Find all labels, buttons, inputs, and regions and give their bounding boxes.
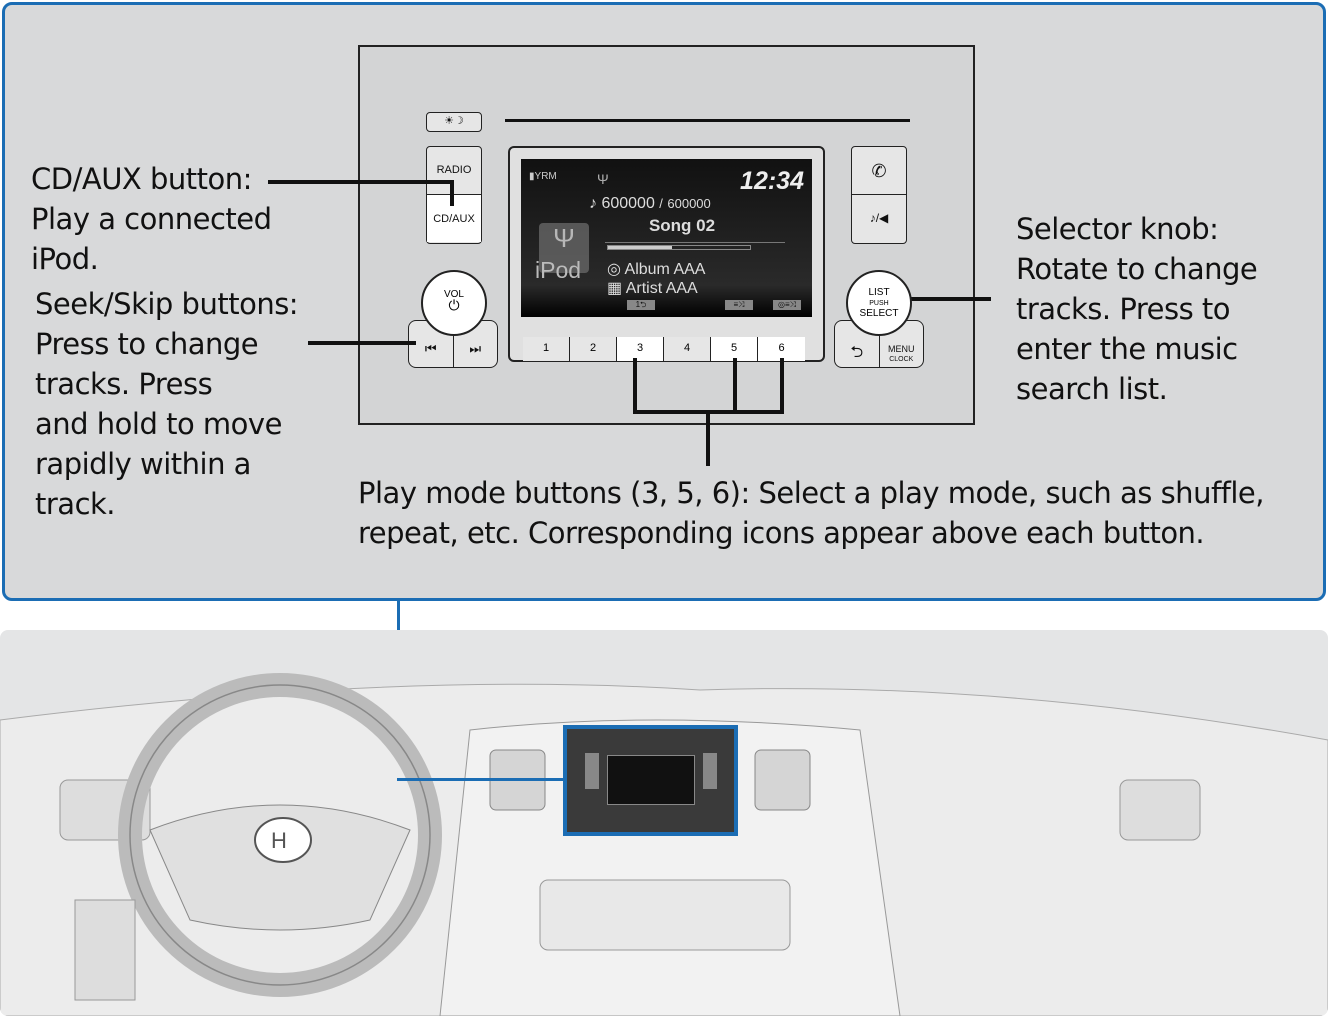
divider: [605, 242, 785, 243]
leader-line: [733, 358, 737, 414]
knob-list-label: LIST: [868, 287, 890, 298]
leader-line: [450, 180, 454, 206]
repeat-mode-icon: 1⮌: [627, 300, 655, 310]
leader-line: [268, 180, 453, 184]
mini-buttons: [585, 753, 599, 789]
radio-cdaux-rocker: RADIO CD/AUX: [426, 146, 482, 244]
artist-name: ▦ Artist AAA: [607, 280, 698, 297]
back-button[interactable]: ⮌: [835, 321, 880, 367]
media-button[interactable]: ♪/◀: [869, 211, 889, 225]
clock-time: 12:34: [740, 167, 804, 195]
volume-knob[interactable]: VOL⏻: [421, 270, 487, 336]
mini-screen: [607, 755, 695, 805]
preset-button-6[interactable]: 6: [758, 337, 805, 361]
shuffle-all-mode-icon: ◎≡⤨: [773, 300, 801, 310]
leader-line: [633, 358, 637, 414]
phone-media-rocker: ✆ ♪/◀: [851, 146, 907, 244]
leader-line: [780, 358, 784, 414]
preset-button-3[interactable]: 3: [617, 337, 664, 361]
dashboard-drawing: H: [0, 673, 1328, 1016]
song-title: Song 02: [648, 216, 716, 235]
radio-button[interactable]: RADIO: [427, 147, 481, 195]
menu-label: MENU: [888, 344, 915, 354]
audio-unit-highlight: [563, 725, 738, 836]
menu-clock-button[interactable]: MENU CLOCK: [880, 321, 924, 367]
track-counter: ♪ 600000 / 600000: [589, 195, 711, 212]
knob-push-label: PUSH: [869, 300, 889, 307]
preset-button-5[interactable]: 5: [711, 337, 758, 361]
power-icon: ⏻: [448, 297, 460, 313]
cd-slot: [505, 119, 910, 122]
vol-label: VOL: [443, 289, 464, 300]
seek-forward-button[interactable]: ⏭: [469, 341, 482, 356]
preset-button-1[interactable]: 1: [523, 337, 570, 361]
clock-label: CLOCK: [889, 356, 914, 363]
knob-select-label: SELECT: [859, 308, 899, 319]
preset-button-2[interactable]: 2: [570, 337, 617, 361]
leader-line: [308, 341, 416, 345]
phone-button[interactable]: ✆: [852, 147, 906, 195]
svg-text:H: H: [271, 828, 287, 853]
progress-fill: [608, 246, 672, 249]
mini-buttons: [703, 753, 717, 789]
shuffle-mode-icon: ≡⤨: [725, 300, 753, 310]
seek-back-button[interactable]: ⏮: [409, 321, 454, 367]
preset-button-4[interactable]: 4: [664, 337, 711, 361]
usb-icon: Ψ: [597, 171, 609, 187]
source-label: iPod: [535, 257, 582, 283]
connector-line: [397, 778, 565, 781]
usb-source-icon: Ψ: [539, 223, 589, 273]
leader-line: [706, 410, 710, 466]
display-screen: ▮YRM Ψ 12:34 ♪ 600000 / 600000 Song 02 Ψ…: [521, 159, 812, 317]
signal-icon: ▮YRM: [529, 171, 557, 182]
album-name: ◎ Album AAA: [607, 261, 706, 278]
play-mode-callout: Play mode buttons (3, 5, 6): Select a pl…: [358, 476, 1264, 550]
progress-bar: [607, 245, 751, 250]
cd-aux-button[interactable]: CD/AUX: [427, 195, 481, 242]
leader-line: [905, 297, 991, 301]
day-night-button[interactable]: ☀☽: [426, 112, 482, 132]
